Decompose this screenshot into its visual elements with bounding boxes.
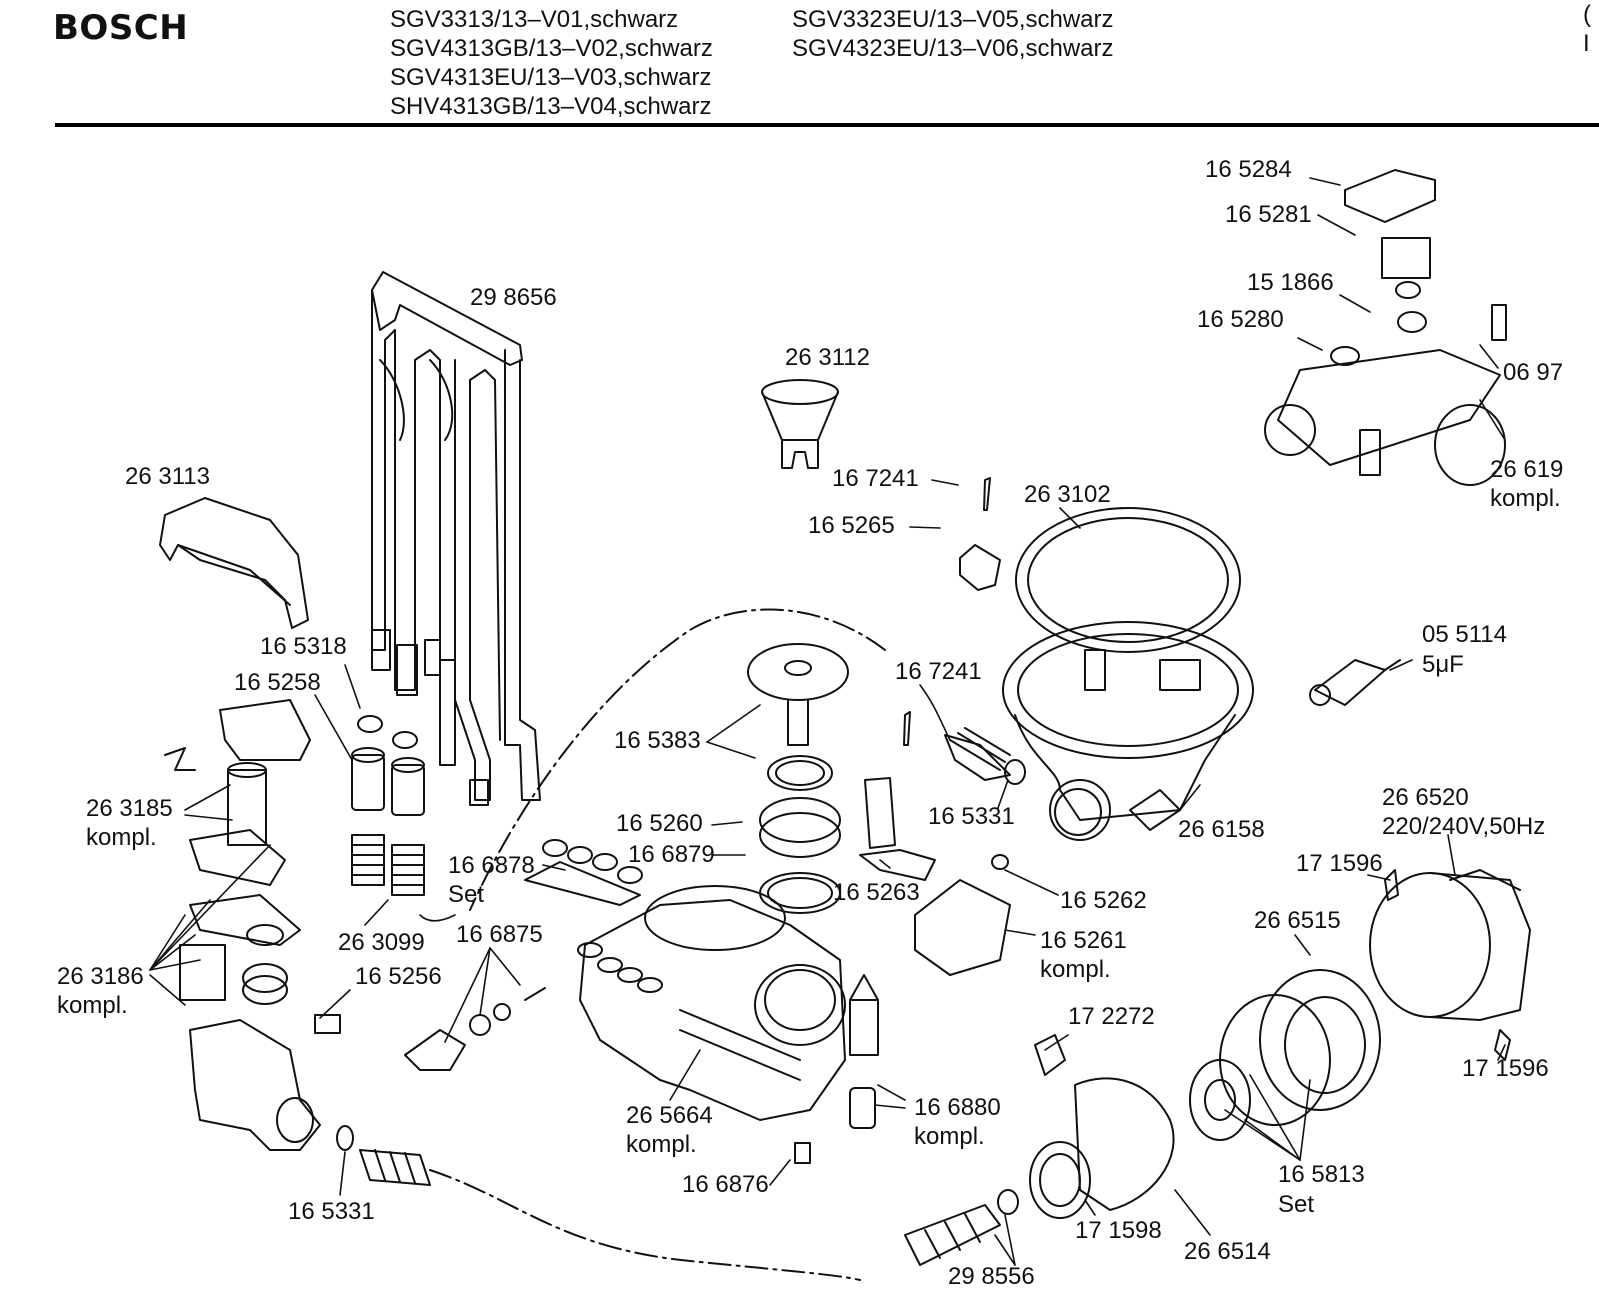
part-label: 26 5664 [626,1102,713,1129]
model-item: SGV4323EU/13–V06,schwarz [792,35,1114,62]
part-label: 17 2272 [1068,1003,1155,1030]
part-label: 26 6520 [1382,784,1469,811]
clip-part [904,478,1000,745]
part-label: 16 5265 [808,512,895,539]
part-label: 16 7241 [832,465,919,492]
part-label: 26 6514 [1184,1238,1271,1265]
header-rule [55,123,1599,127]
brand-logo: BOSCH [53,8,189,48]
hose-route-dashed-bottom [430,1170,860,1280]
heater-pump-assembly-part [1265,170,1506,485]
part-label: 26 619 [1490,456,1564,483]
part-label: 16 6879 [628,841,715,868]
inlet-valve-part [165,700,340,1150]
part-label: 26 3099 [338,929,425,956]
model-list-col1: SGV3313/13–V01,schwarz SGV4313GB/13–V02,… [390,5,713,121]
diverter-cap-part [748,644,848,913]
part-label: 16 5383 [614,727,701,754]
part-label: 26 6158 [1178,816,1265,843]
part-label: 16 5263 [833,879,920,906]
part-label: 16 5256 [355,963,442,990]
part-label: 16 5331 [288,1198,375,1225]
part-label: 16 5280 [1197,306,1284,333]
model-item: SGV4313GB/13–V02,schwarz [390,35,713,62]
part-label: 16 5262 [1060,887,1147,914]
filter-cylinders-part [352,716,424,895]
part-label: kompl. [626,1131,697,1158]
funnel-part [762,380,838,468]
part-label: 5μF [1422,651,1464,678]
motor-part [1370,870,1530,1060]
part-label: 16 6880 [914,1094,1001,1121]
part-label: kompl. [86,824,157,851]
part-label: kompl. [914,1123,985,1150]
part-label: 17 1596 [1462,1055,1549,1082]
part-label: 17 1596 [1296,850,1383,877]
part-label: 26 3185 [86,795,173,822]
corner-partial-text: ( I [1583,0,1591,58]
part-label: 16 6875 [456,921,543,948]
part-label: kompl. [57,992,128,1019]
corner-char: ( [1583,1,1591,28]
cover-part [160,498,308,628]
circulation-pump-part [1030,970,1380,1218]
part-label: 16 6876 [682,1171,769,1198]
model-item: SHV4313GB/13–V04,schwarz [390,93,712,120]
part-label: 29 8556 [948,1263,1035,1290]
part-label: 06 97 [1503,359,1564,386]
capacitor-part [1310,660,1400,705]
hose-route-dashed [470,610,885,910]
sump-part [1003,508,1253,840]
part-label: 16 6878 [448,852,535,879]
model-item: SGV3323EU/13–V05,schwarz [792,6,1114,33]
part-label: 220/240V,50Hz [1382,813,1546,840]
leader-lines [150,178,1505,1265]
part-label: 26 3186 [57,963,144,990]
part-label: 16 5281 [1225,201,1312,228]
part-label: 26 3112 [785,344,870,371]
water-manifold-part [372,272,540,805]
model-item: SGV4313EU/13–V03,schwarz [390,64,712,91]
part-label: kompl. [1040,956,1111,983]
part-label: 16 5258 [234,669,321,696]
part-label: 16 5260 [616,810,703,837]
part-label: 16 5813 [1278,1161,1365,1188]
part-label: 26 3102 [1024,481,1111,508]
model-item: SGV3313/13–V01,schwarz [390,6,679,33]
part-label: 17 1598 [1075,1217,1162,1244]
part-label: 16 5284 [1205,156,1292,183]
part-label: Set [448,881,485,908]
part-label: 16 5331 [928,803,1015,830]
model-list-col2: SGV3323EU/13–V05,schwarz SGV4323EU/13–V0… [792,5,1114,63]
corner-char: I [1583,30,1590,57]
filter-tank-part [578,886,845,1120]
float-set-part [525,840,642,905]
part-label: Set [1278,1191,1315,1218]
part-label: 16 7241 [895,658,982,685]
part-label: kompl. [1490,485,1561,512]
part-label: 15 1866 [1247,269,1334,296]
hose-part [337,728,1025,1265]
part-label: 16 5261 [1040,927,1127,954]
part-label: 26 3113 [125,463,210,490]
sensor-parts [795,778,1010,1163]
part-label: 05 5114 [1422,621,1507,648]
part-label: 29 8656 [470,284,557,311]
part-label: 16 5318 [260,633,347,660]
check-valve-part [405,988,545,1070]
part-label: 26 6515 [1254,907,1341,934]
